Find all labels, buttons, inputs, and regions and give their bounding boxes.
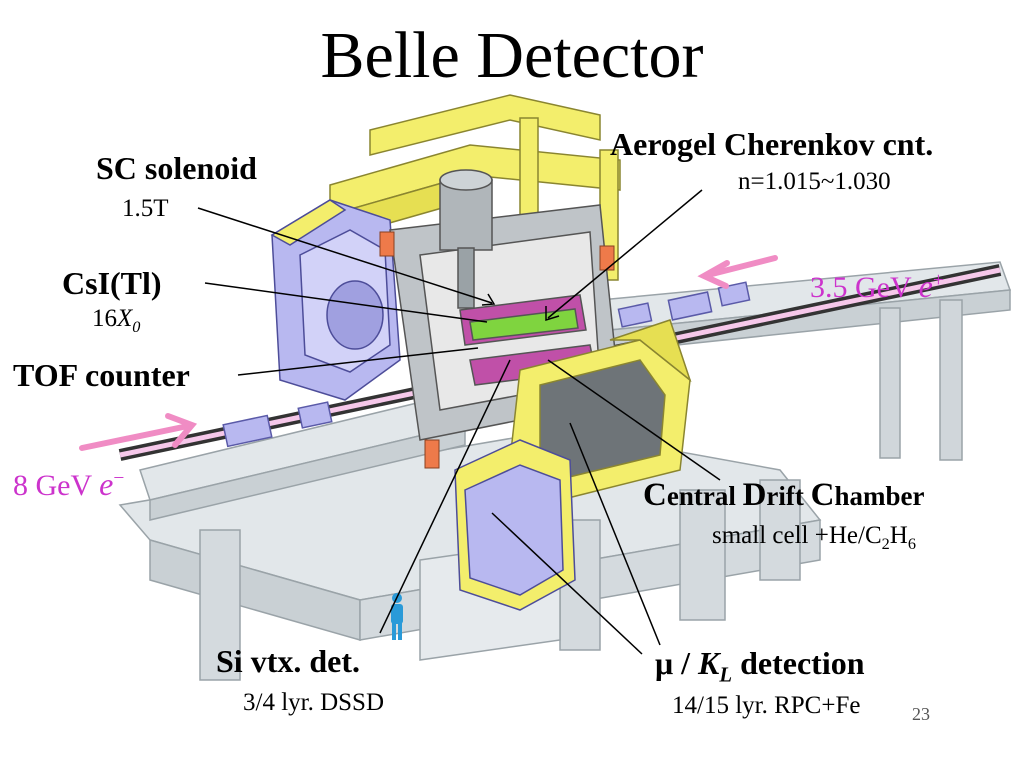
label-aerogel: Aerogel Cherenkov cnt. — [610, 126, 934, 162]
label-cdc: Central Drift Chamber — [643, 477, 924, 514]
cdc-gas-text: small cell +He/C — [712, 522, 882, 549]
positron-charge: + — [932, 270, 944, 291]
label-cdc-gas: small cell +He/C2H6 — [712, 522, 916, 554]
klm-mu: μ / — [655, 645, 699, 681]
label-sc-field: 1.5T — [122, 195, 169, 222]
cdc-word-chamber: hamber — [834, 481, 925, 511]
label-sc-solenoid: SC solenoid — [96, 150, 257, 186]
klm-k: K — [698, 645, 720, 681]
electron-particle: e — [99, 466, 114, 502]
label-aerogel-index: n=1.015~1.030 — [738, 168, 891, 195]
page-number: 23 — [912, 704, 930, 724]
klm-detection: detection — [732, 645, 865, 681]
positron-particle: e — [918, 268, 933, 304]
cdc-word-central: entral — [666, 481, 743, 511]
label-tof: TOF counter — [13, 357, 190, 393]
label-csi-length: 16X0 — [92, 305, 140, 337]
label-electron-beam: 8 GeV e− — [13, 466, 124, 503]
label-svd-detail: 3/4 lyr. DSSD — [243, 689, 385, 716]
csi-length-subscript: 0 — [132, 318, 141, 336]
positron-energy: 3.5 GeV — [810, 271, 919, 304]
electron-charge: − — [113, 468, 125, 489]
label-svd: Si vtx. det. — [216, 643, 360, 679]
electron-energy: 8 GeV — [13, 469, 100, 502]
cdc-word-drift: rift — [766, 481, 811, 511]
tower — [439, 169, 493, 309]
beam-arrows — [79, 255, 778, 451]
cdc-gas-sub2: 6 — [907, 535, 916, 553]
klm-k-sub: L — [719, 663, 733, 687]
cdc-gas-sub1: 2 — [881, 535, 890, 553]
left-endcap — [270, 199, 401, 401]
label-klm-detail: 14/15 lyr. RPC+Fe — [672, 692, 861, 719]
csi-length-value: 16 — [92, 305, 117, 332]
label-klm: μ / KL detection — [655, 645, 865, 687]
csi-length-unit: X — [117, 305, 133, 332]
cdc-initial-c2: C — [810, 477, 835, 513]
person-figure — [391, 593, 403, 640]
label-positron-beam: 3.5 GeV e+ — [810, 268, 944, 305]
cdc-initial-c: C — [643, 477, 667, 513]
page-title: Belle Detector — [320, 19, 704, 92]
label-csi: CsI(Tl) — [62, 265, 162, 301]
front-endcap — [454, 439, 576, 611]
leader-lines — [197, 189, 721, 655]
cdc-initial-d: D — [742, 477, 767, 513]
cdc-gas-h: H — [889, 522, 908, 549]
